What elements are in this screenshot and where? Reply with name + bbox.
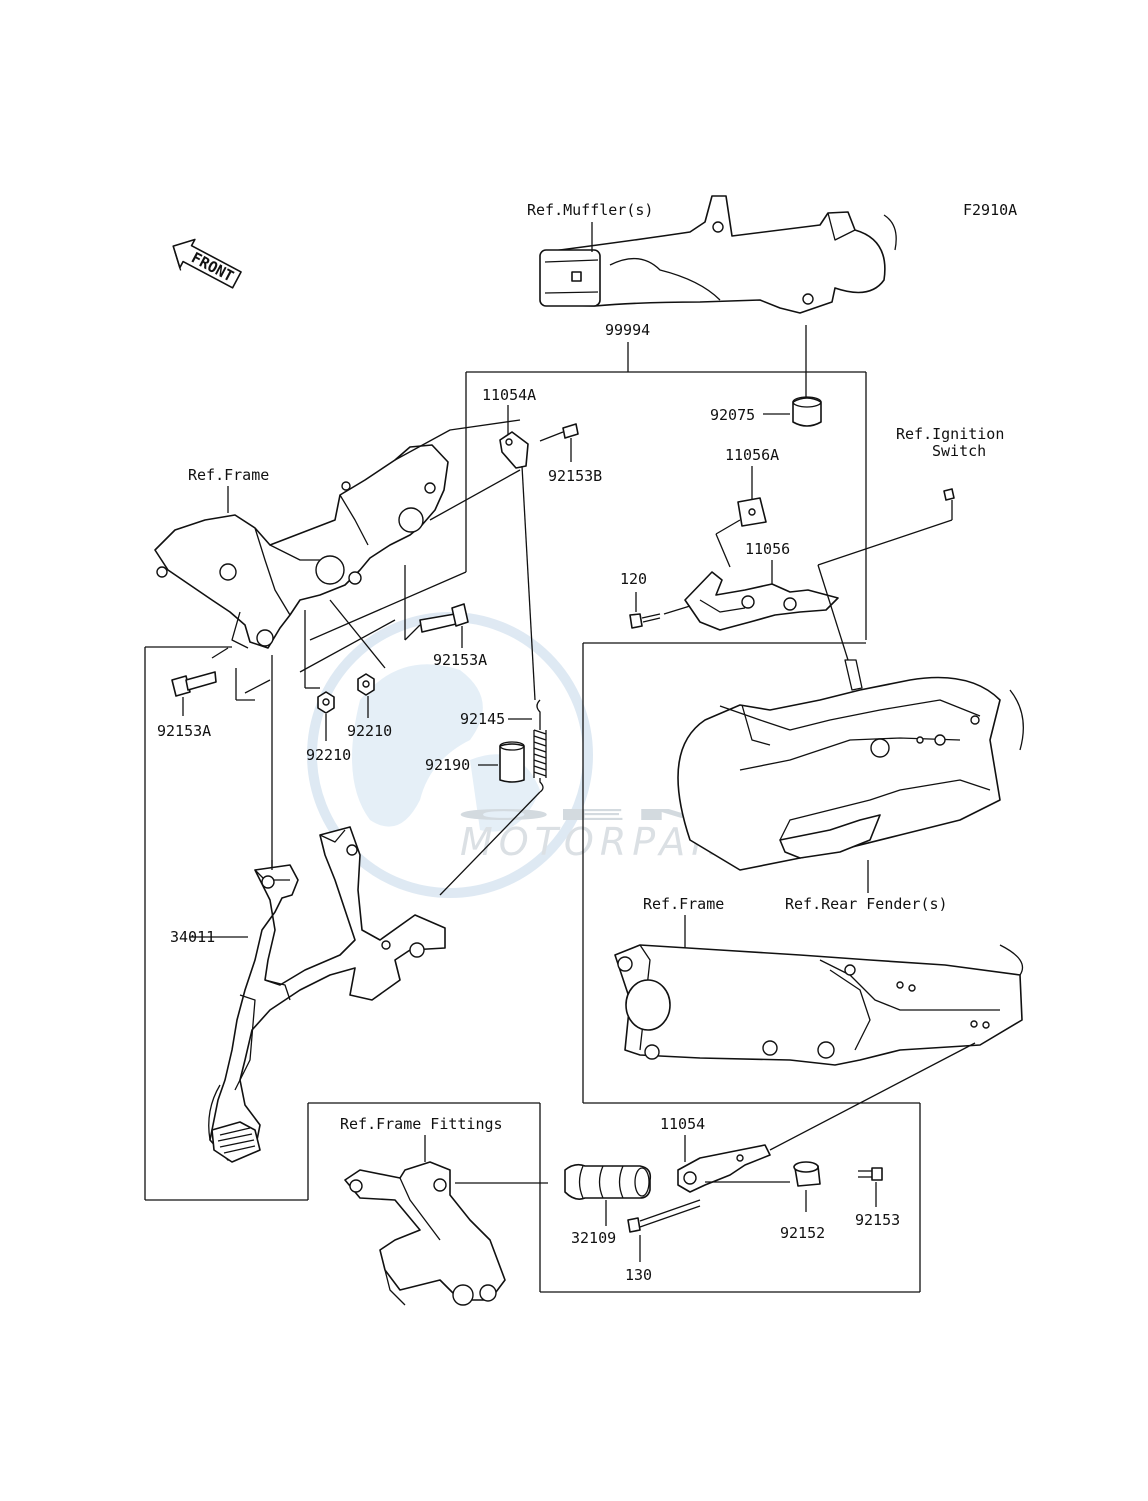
part-11054-label: 11054 <box>660 1115 705 1133</box>
part-92153: 92153 <box>855 1167 900 1229</box>
front-arrow-icon: FRONT <box>172 238 242 289</box>
front-label: FRONT <box>188 248 236 285</box>
part-92152-label: 92152 <box>780 1224 825 1242</box>
part-92153A-right: 92153A <box>404 565 487 669</box>
part-11054: 11054 <box>660 1042 976 1193</box>
part-92075-label: 92075 <box>710 406 755 424</box>
stand-outline <box>144 642 921 1293</box>
ref-ignition-line1: Ref.Ignition <box>896 425 1004 443</box>
part-11056A: 11056A <box>715 446 779 568</box>
part-92145-label: 92145 <box>460 710 505 728</box>
part-32109: 32109 <box>564 1163 652 1247</box>
kit-99994-outline: 99994 <box>309 321 867 641</box>
part-92210-b-label: 92210 <box>347 722 392 740</box>
part-11054A: 11054A 92153B <box>482 386 602 701</box>
ref-rear-fender-label: Ref.Rear Fender(s) <box>785 895 948 913</box>
part-130-label: 130 <box>625 1266 652 1284</box>
part-92153B-label: 92153B <box>548 467 602 485</box>
part-92210-b: 92210 <box>347 673 392 740</box>
part-92153A-right-label: 92153A <box>433 651 487 669</box>
ignition-ref: Ref.Ignition Switch <box>817 425 1004 661</box>
part-92075: 92075 <box>710 325 822 427</box>
part-11056A-label: 11056A <box>725 446 779 464</box>
part-32109-label: 32109 <box>571 1229 616 1247</box>
part-92152: 92152 <box>780 1161 825 1242</box>
part-92153A-left-label: 92153A <box>157 722 211 740</box>
part-130: 130 <box>625 1199 701 1284</box>
part-120-label: 120 <box>620 570 647 588</box>
ref-muffler-label: Ref.Muffler(s) <box>527 201 653 219</box>
part-34011: 34011 <box>170 826 446 1163</box>
part-120: 120 <box>620 570 691 629</box>
ref-frame-right-label: Ref.Frame <box>643 895 724 913</box>
ref-frame-fittings-label: Ref.Frame Fittings <box>340 1115 503 1133</box>
part-92210-a: 92210 <box>306 691 351 764</box>
figure-code: F2910A <box>963 201 1017 219</box>
part-92153-label: 92153 <box>855 1211 900 1229</box>
frame-ref-right: Ref.Frame <box>614 895 1024 1066</box>
part-34011-label: 34011 <box>170 928 215 946</box>
rear-fender-ref: Ref.Rear Fender(s) <box>677 659 1024 913</box>
watermark-main: OEM <box>455 806 745 824</box>
part-92190: 92190 <box>425 741 525 783</box>
frame-ref-top: Ref.Frame <box>154 419 521 649</box>
part-99994-label: 99994 <box>605 321 650 339</box>
part-92210-a-label: 92210 <box>306 746 351 764</box>
part-11056-label: 11056 <box>745 540 790 558</box>
part-11056: 11056 <box>684 540 839 631</box>
muffler-ref: Ref.Muffler(s) <box>527 195 897 314</box>
part-92190-label: 92190 <box>425 756 470 774</box>
connector-lines-left <box>211 599 396 870</box>
part-11054A-label: 11054A <box>482 386 536 404</box>
frame-fittings-ref: Ref.Frame Fittings <box>340 1115 548 1306</box>
part-92153A-left: 92153A <box>157 671 217 740</box>
ref-ignition-line2: Switch <box>932 442 986 460</box>
ref-frame-top-label: Ref.Frame <box>188 466 269 484</box>
part-92145: 92145 <box>439 699 547 896</box>
